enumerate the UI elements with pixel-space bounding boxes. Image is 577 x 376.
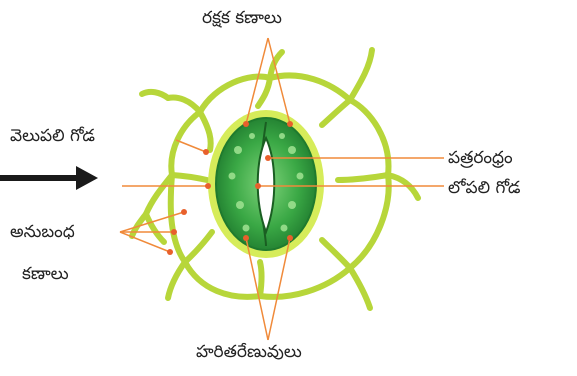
- arrow-icon: [0, 166, 98, 190]
- guard-cells: [208, 110, 324, 258]
- label-guard-cells: రక్షక కణాలు: [202, 10, 282, 27]
- label-outer-wall: వెలుపలి గోడ: [10, 128, 95, 145]
- label-subsidiary-cells-line2: కణాలు: [22, 266, 69, 283]
- label-subsidiary-cells-line1: అనుబంధ: [10, 224, 75, 241]
- label-chloroplasts: హరితరేణువులు: [196, 344, 302, 361]
- label-inner-wall: లోపలి గోడ: [448, 180, 520, 197]
- label-stoma: పత్రరంధ్రం: [448, 150, 513, 167]
